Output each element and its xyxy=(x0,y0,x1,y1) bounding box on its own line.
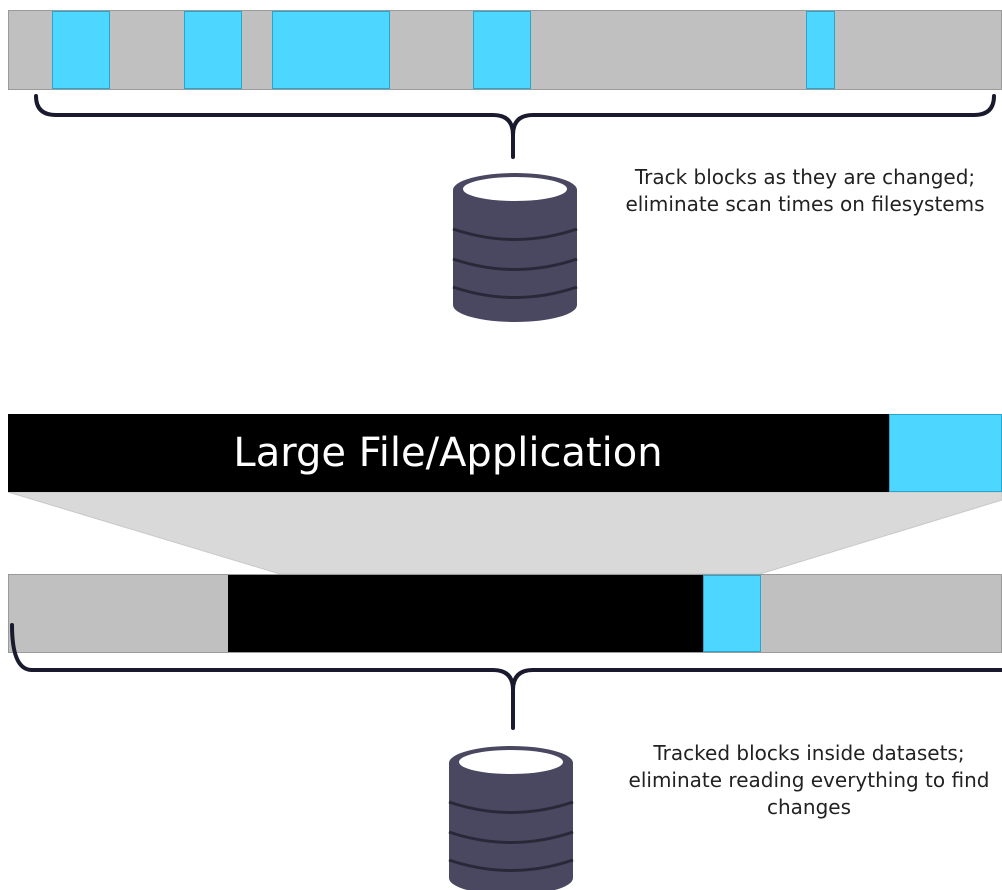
changed-block xyxy=(889,414,1002,492)
changed-block xyxy=(806,11,835,89)
filesystem-block-bar xyxy=(8,10,1002,90)
changed-block xyxy=(473,11,531,89)
filesystem-caption: Track blocks as they are changed; elimin… xyxy=(625,165,985,216)
file-segment xyxy=(228,575,703,652)
large-file-bar: Large File/Application xyxy=(8,414,1002,492)
dataset-block-bar xyxy=(8,574,1002,653)
curly-bracket-icon xyxy=(10,623,1002,730)
database-icon xyxy=(452,173,578,322)
changed-block xyxy=(272,11,390,89)
changed-block xyxy=(184,11,242,89)
changed-block xyxy=(52,11,110,89)
zoom-projection-shape xyxy=(7,491,1002,575)
dataset-caption: Tracked blocks inside datasets; eliminat… xyxy=(628,741,990,819)
database-icon xyxy=(448,746,574,890)
changed-block xyxy=(703,575,761,652)
curly-bracket-icon xyxy=(34,94,996,159)
file-label: Large File/Application xyxy=(233,430,663,476)
